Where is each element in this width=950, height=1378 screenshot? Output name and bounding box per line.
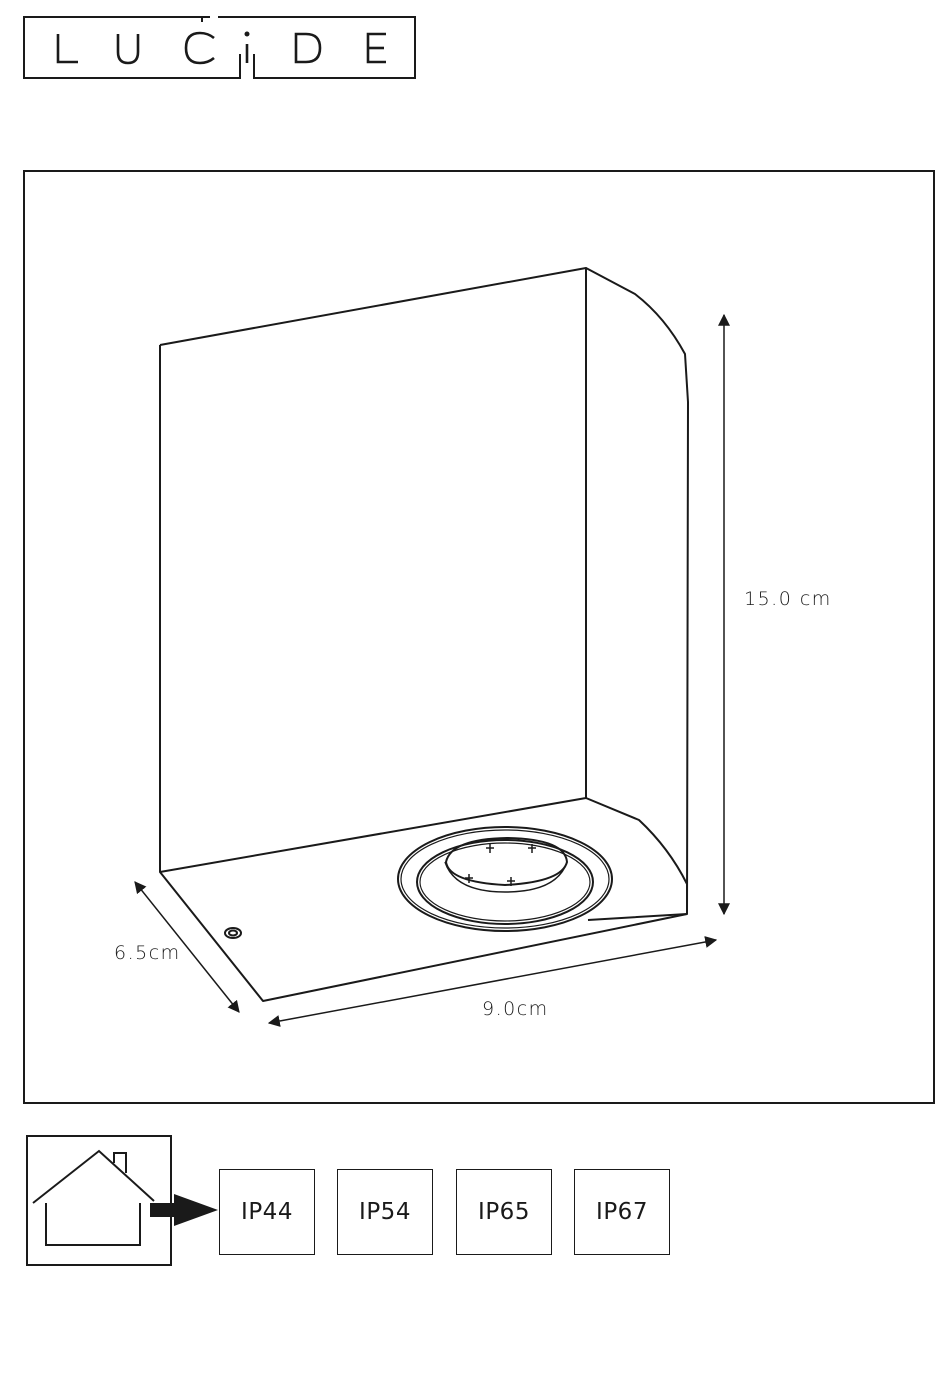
ip-rating-box: IP44 bbox=[219, 1169, 315, 1255]
ip-rating-box: IP54 bbox=[337, 1169, 433, 1255]
brand-logo bbox=[22, 14, 418, 82]
arrow-right-icon bbox=[148, 1192, 220, 1228]
ip-rating-box: IP65 bbox=[456, 1169, 552, 1255]
lamp-outline bbox=[25, 172, 937, 1106]
ip-rating-box: IP67 bbox=[574, 1169, 670, 1255]
brand-logo-mark bbox=[22, 14, 418, 82]
width-label: 9.0cm bbox=[482, 998, 549, 1020]
depth-label: 6.5cm bbox=[114, 942, 181, 964]
height-label: 15.0 cm bbox=[744, 588, 832, 610]
